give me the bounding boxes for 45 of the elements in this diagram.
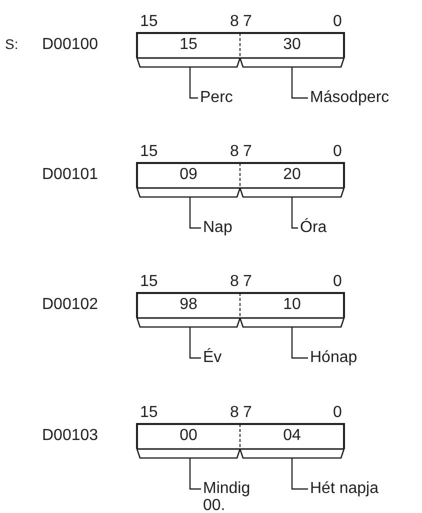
callout-text: Mindig 00. (203, 480, 273, 513)
bit-number: 8 (230, 273, 239, 291)
byte-field: 20 (240, 162, 344, 198)
bit-number: 0 (333, 143, 342, 161)
bit-number: 8 (230, 13, 239, 31)
bit-number: 8 (230, 404, 239, 422)
bit-number: 7 (243, 404, 252, 422)
callout-text: Hónap (310, 349, 420, 366)
bit-number: 0 (333, 273, 342, 291)
leader-line (189, 327, 201, 359)
leader-line (189, 458, 201, 490)
register-address: D00103 (42, 427, 98, 445)
callout-text: Év (203, 349, 273, 366)
leader-line (189, 197, 201, 229)
leader-line (291, 327, 308, 359)
bit-number: 8 (230, 143, 239, 161)
callout-text: Perc (200, 89, 270, 106)
bit-number: 15 (140, 143, 158, 161)
bit-number: 15 (140, 404, 158, 422)
bit-number: 0 (333, 404, 342, 422)
callout-text: Másodperc (310, 89, 420, 106)
byte-field: 15 (137, 32, 240, 68)
leader-line (291, 67, 308, 99)
byte-field: 09 (137, 162, 240, 198)
bit-number: 7 (243, 143, 252, 161)
leader-line (189, 67, 198, 99)
register-address: D00101 (42, 166, 98, 184)
byte-field: 98 (137, 292, 240, 328)
callout-text: Nap (203, 219, 273, 236)
bit-number: 7 (243, 13, 252, 31)
byte-field: 00 (137, 423, 240, 459)
bit-number: 7 (243, 273, 252, 291)
leader-line (291, 458, 308, 490)
bit-number: 15 (140, 13, 158, 31)
bit-number: 15 (140, 273, 158, 291)
callout-text: Hét napja (310, 480, 420, 497)
byte-field: 04 (240, 423, 344, 459)
leader-line (291, 197, 298, 229)
byte-field: 30 (240, 32, 344, 68)
operand-label: S: (5, 35, 18, 53)
register-address: D00102 (42, 296, 98, 314)
register-address: D00100 (42, 36, 98, 54)
byte-field: 10 (240, 292, 344, 328)
callout-text: Óra (300, 219, 410, 236)
bit-number: 0 (333, 13, 342, 31)
